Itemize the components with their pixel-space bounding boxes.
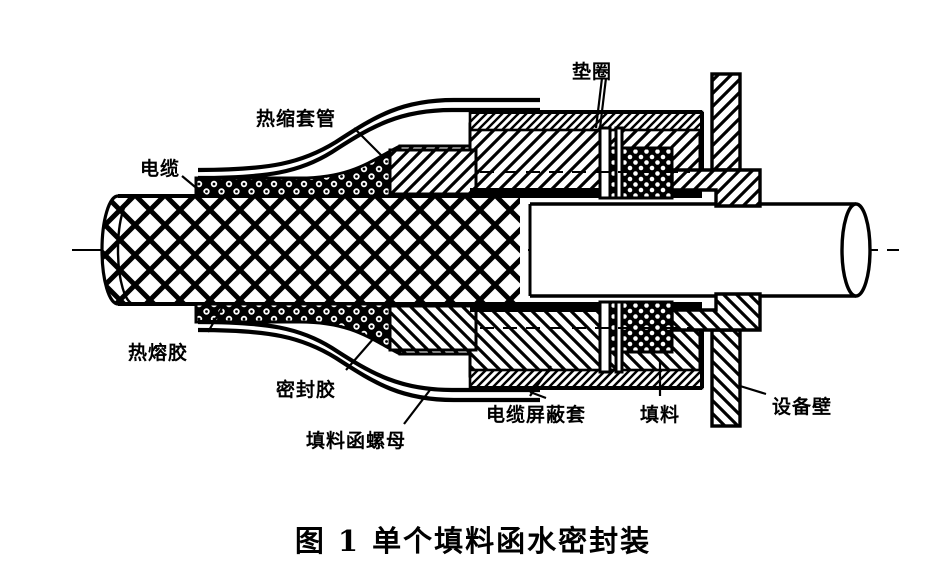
- cable-body: [100, 194, 520, 306]
- label-equipment-wall: 设备壁: [772, 396, 833, 418]
- gland-outline: [470, 110, 704, 390]
- label-gasket: 垫圈: [572, 61, 613, 83]
- heat-shrink-tube: [197, 97, 540, 403]
- figure-caption: 图 1 单个填料函水密封装: [294, 524, 652, 558]
- cable-core-right: [528, 202, 872, 298]
- gasket-upper: [598, 126, 624, 200]
- equipment-wall-upper: [670, 72, 762, 208]
- label-packing-nut: 填料函螺母: [306, 430, 407, 452]
- gasket-lower: [598, 300, 624, 374]
- label-hot-melt-adhesive: 热熔胶: [128, 342, 189, 364]
- label-cable-shield: 电缆屏蔽套: [486, 404, 587, 426]
- cable-shield-upper: [468, 110, 704, 132]
- label-heat-shrink-tube: 热缩套管: [256, 108, 337, 130]
- hidden-lines: [480, 171, 690, 329]
- label-cable: 电缆: [140, 158, 181, 180]
- leader-lines: [181, 77, 767, 425]
- label-packing: 填料: [640, 404, 681, 426]
- cable-shield-lower: [468, 368, 704, 390]
- label-sealant: 密封胶: [276, 379, 337, 401]
- equipment-wall-lower: [670, 292, 762, 428]
- shield-inner-band: [470, 188, 702, 312]
